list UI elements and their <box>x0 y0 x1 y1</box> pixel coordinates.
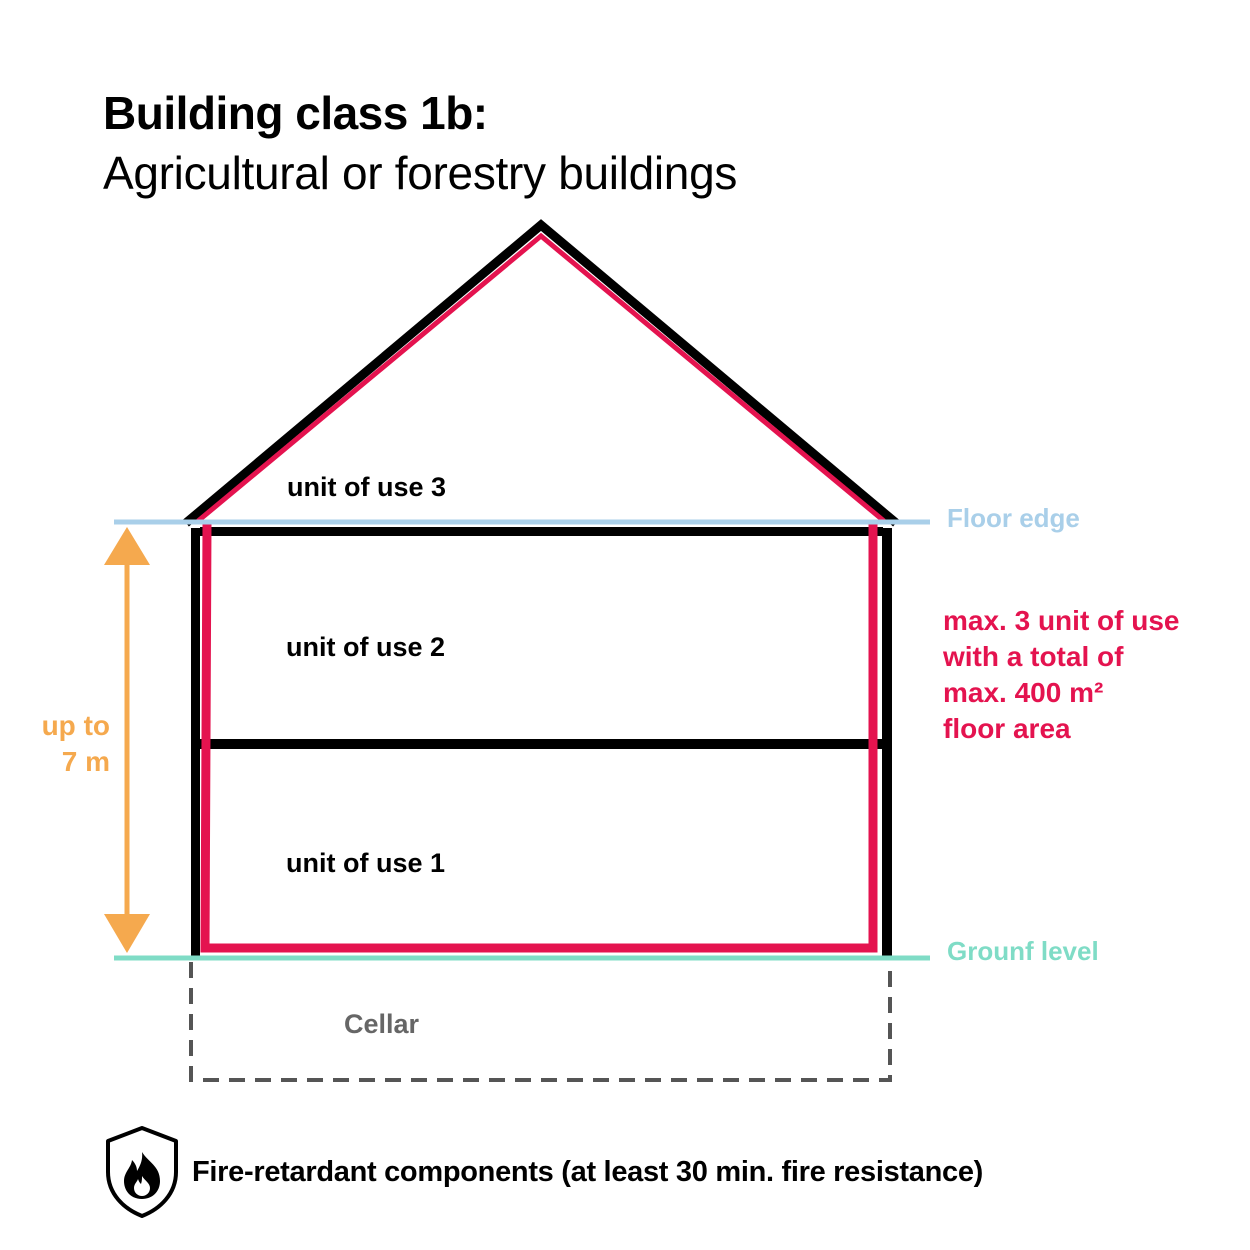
unit-label-1: unit of use 1 <box>286 848 445 878</box>
page-title: Building class 1b: <box>103 87 488 139</box>
height-arrow-bottom <box>104 914 150 953</box>
height-label: up to 7 m <box>20 708 110 780</box>
fire-retardant-walls <box>200 523 878 953</box>
right-wall <box>882 528 892 958</box>
unit-label-3: unit of use 3 <box>287 472 446 502</box>
floor-edge-label: Floor edge <box>947 503 1080 533</box>
note-line-2: with a total of <box>943 641 1124 672</box>
note-line-1: max. 3 unit of use <box>943 605 1180 636</box>
fire-shield-icon <box>106 1126 178 1218</box>
height-arrow-top <box>104 527 150 565</box>
page-subtitle: Agricultural or forestry buildings <box>103 147 738 199</box>
ground-level-label: Grounf level <box>947 936 1099 966</box>
footer-text: Fire-retardant components (at least 30 m… <box>192 1155 984 1188</box>
upper-floor-slab <box>200 527 883 536</box>
note-line-4: floor area <box>943 713 1071 744</box>
height-label-line-2: 7 m <box>61 746 110 777</box>
roof-outline <box>183 219 899 527</box>
fire-retardant-roof <box>196 232 886 523</box>
unit-limit-note: max. 3 unit of use with a total of max. … <box>943 603 1180 747</box>
unit-label-2: unit of use 2 <box>286 632 445 662</box>
legend-footer: Fire-retardant components (at least 30 m… <box>104 1124 983 1220</box>
note-line-3: max. 400 m² <box>943 677 1104 708</box>
middle-floor-slab <box>200 739 883 749</box>
left-wall <box>191 528 200 958</box>
cellar-label: Cellar <box>344 1009 420 1039</box>
height-label-line-1: up to <box>41 710 110 741</box>
cellar-outline <box>189 962 892 1082</box>
